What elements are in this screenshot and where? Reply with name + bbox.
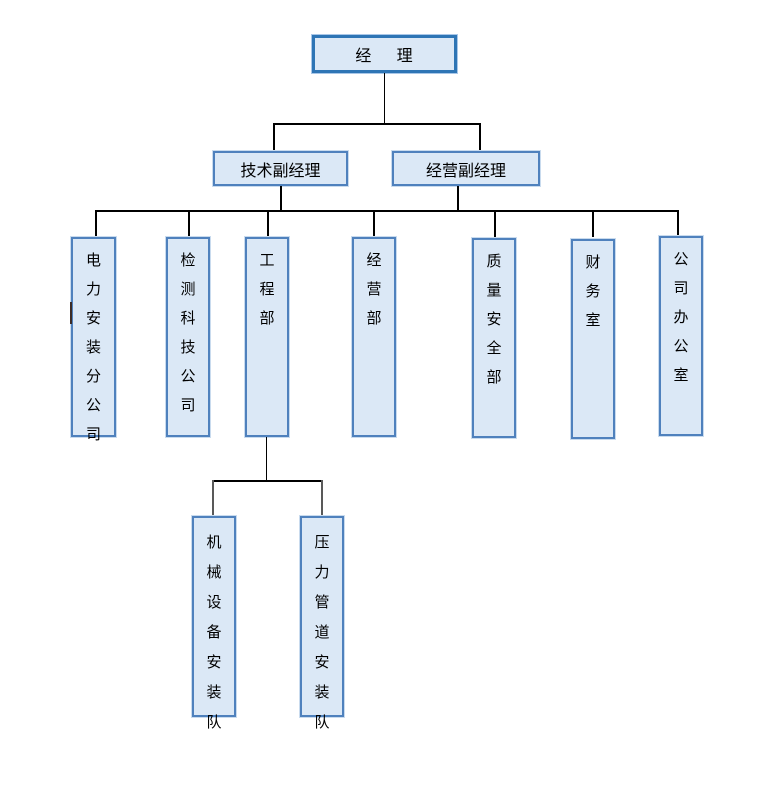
org-node-company-office-label: 公司办公室 <box>673 250 689 384</box>
org-node-company-office: 公司办公室 <box>659 236 703 436</box>
connector-engineering-stem <box>265 437 267 480</box>
org-node-finance: 财务室 <box>571 239 615 439</box>
org-node-pipeline-team-label: 压力管道安装队 <box>314 533 330 731</box>
connector-drop-dept-1 <box>95 210 97 237</box>
connector-drop-dept-4 <box>373 210 375 237</box>
connector-drop-dept-3 <box>267 210 269 237</box>
connector-drop-dept-2 <box>188 210 190 237</box>
org-node-manager-label: 经 理 <box>355 46 414 65</box>
connector-root-stem <box>383 73 385 123</box>
connector-drop-tech <box>273 123 275 152</box>
connector-biz-stem <box>457 186 459 210</box>
connector-department-bus <box>95 210 678 212</box>
org-node-finance-label: 财务室 <box>585 253 601 329</box>
org-node-deputy-tech-label: 技术副经理 <box>240 160 321 180</box>
org-node-engineering-label: 工程部 <box>259 251 275 327</box>
connector-root-crossbar <box>273 123 480 125</box>
org-node-quality-safety-label: 质量安全部 <box>486 252 502 386</box>
org-node-operations-label: 经营部 <box>366 251 382 327</box>
org-node-mechanical-team: 机械设备安装队 <box>192 516 236 731</box>
connector-drop-team-1 <box>212 480 214 516</box>
connector-drop-dept-7 <box>677 210 679 237</box>
org-node-mechanical-team-label: 机械设备安装队 <box>206 533 222 731</box>
org-node-operations: 经营部 <box>352 237 396 437</box>
connector-drop-biz <box>479 123 481 152</box>
org-node-quality-safety: 质量安全部 <box>472 238 516 438</box>
org-node-deputy-tech: 技术副经理 <box>213 151 348 186</box>
caret-artifact <box>69 302 72 324</box>
org-node-testing-tech-label: 检测科技公司 <box>180 251 196 414</box>
connector-team-crossbar <box>213 480 322 482</box>
org-node-deputy-biz: 经营副经理 <box>392 151 540 186</box>
connector-drop-team-2 <box>321 480 323 516</box>
org-node-manager: 经 理 <box>312 35 457 73</box>
connector-drop-dept-5 <box>494 210 496 237</box>
connector-tech-stem <box>280 186 282 210</box>
org-node-power-install: 电力安装分公司 <box>71 237 116 443</box>
org-node-testing-tech: 检测科技公司 <box>166 237 210 437</box>
org-node-pipeline-team: 压力管道安装队 <box>300 516 344 731</box>
connector-drop-dept-6 <box>592 210 594 237</box>
org-node-engineering: 工程部 <box>245 237 289 437</box>
org-node-power-install-label: 电力安装分公司 <box>85 251 101 443</box>
org-node-deputy-biz-label: 经营副经理 <box>425 160 506 180</box>
